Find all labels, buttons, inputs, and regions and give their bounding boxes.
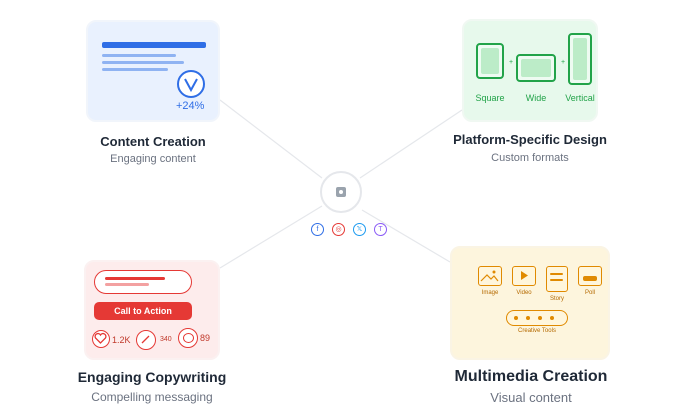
text-line bbox=[102, 54, 176, 57]
plus-icon: + bbox=[561, 59, 566, 66]
image-label: Image bbox=[481, 290, 499, 296]
copywriting-subtitle: Compelling messaging bbox=[91, 390, 213, 404]
connector-copywriting bbox=[219, 205, 323, 269]
share-icon bbox=[136, 330, 156, 350]
creative-tools-bar bbox=[506, 310, 568, 326]
platform-design-title: Platform-Specific Design bbox=[453, 132, 607, 147]
heart-icon bbox=[92, 330, 110, 348]
wide-format-icon bbox=[516, 54, 556, 82]
story-icon bbox=[546, 266, 568, 292]
call-to-action-button: Call to Action bbox=[94, 302, 192, 320]
format-label-wide: Wide bbox=[525, 93, 547, 103]
checkmark-icon bbox=[177, 70, 205, 98]
connector-content bbox=[219, 99, 323, 179]
platform-design-card: + + Square Wide Vertical bbox=[462, 19, 598, 122]
likes-count: 1.2K bbox=[112, 335, 131, 345]
instagram-icon: ◎ bbox=[332, 223, 345, 236]
comments-count: 89 bbox=[200, 333, 211, 343]
content-creation-subtitle: Engaging content bbox=[110, 153, 196, 165]
tiktok-icon: T bbox=[374, 223, 387, 236]
headline-bar bbox=[102, 42, 206, 48]
multimedia-title: Multimedia Creation bbox=[454, 368, 608, 385]
comment-icon bbox=[178, 328, 198, 348]
platform-design-subtitle: Custom formats bbox=[491, 152, 569, 164]
story-label: Story bbox=[549, 296, 564, 302]
hub-node bbox=[320, 171, 362, 213]
camera-icon bbox=[336, 187, 346, 197]
video-icon bbox=[512, 266, 536, 286]
text-line bbox=[102, 61, 184, 64]
poll-label: Poll bbox=[584, 290, 595, 296]
copywriting-title: Engaging Copywriting bbox=[77, 369, 227, 385]
text-input-pill bbox=[94, 270, 192, 294]
video-label: Video bbox=[516, 290, 532, 296]
multimedia-subtitle: Visual content bbox=[490, 390, 572, 405]
vertical-format-icon bbox=[568, 33, 592, 85]
growth-metric: +24% bbox=[176, 100, 205, 112]
content-creation-title: Content Creation bbox=[100, 134, 206, 149]
connector-platform bbox=[359, 109, 463, 179]
multimedia-card: Image Video Story Poll Creative Tools bbox=[450, 246, 610, 360]
plus-icon: + bbox=[509, 59, 514, 66]
content-creation-card: +24% bbox=[86, 20, 220, 122]
creative-tools-label: Creative Tools bbox=[518, 328, 556, 334]
copywriting-card: Call to Action 1.2K 340 89 bbox=[84, 260, 220, 360]
x-twitter-icon: 𝕏 bbox=[353, 223, 366, 236]
shares-count: 340 bbox=[160, 336, 172, 343]
connector-multimedia bbox=[361, 209, 451, 263]
facebook-icon: f bbox=[311, 223, 324, 236]
text-line bbox=[102, 68, 168, 71]
format-label-square: Square bbox=[475, 93, 505, 103]
format-label-vertical: Vertical bbox=[565, 93, 595, 103]
square-format-icon bbox=[476, 43, 504, 79]
poll-icon bbox=[578, 266, 602, 286]
image-icon bbox=[478, 266, 502, 286]
